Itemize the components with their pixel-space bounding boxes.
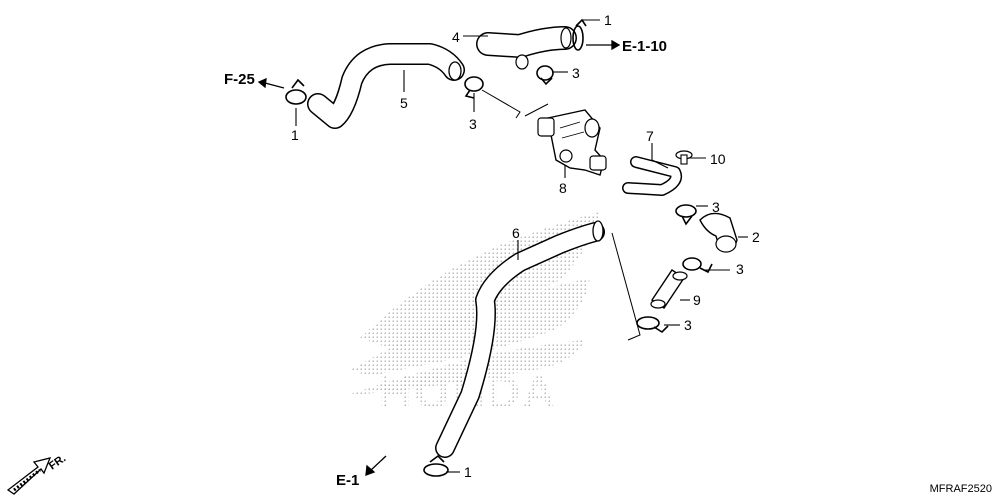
callout-3-right-lower: 3 <box>684 317 692 333</box>
air-control-valve-8 <box>537 109 607 176</box>
diagram-code: MFRAF2520 <box>930 483 992 495</box>
joint-pipe-9 <box>650 269 688 309</box>
clamp-1-left <box>285 78 307 105</box>
callout-10: 10 <box>710 151 726 167</box>
callout-7: 7 <box>646 128 654 144</box>
callout-1-left: 1 <box>291 127 299 143</box>
reference-e-1-10: E-1-10 <box>622 38 667 55</box>
hose-5 <box>307 43 465 129</box>
front-direction-label: FR. <box>47 452 68 472</box>
callout-3-mid: 3 <box>469 116 477 132</box>
hose-4 <box>476 26 577 70</box>
callout-8: 8 <box>559 180 567 196</box>
reference-labels: E-1-10 F-25 E-1 <box>224 38 667 489</box>
front-direction-arrow <box>6 457 52 495</box>
elbow-joint-2 <box>699 212 738 253</box>
clamp-3-right-upper <box>675 204 697 226</box>
hose-6 <box>435 220 605 458</box>
callout-9: 9 <box>693 292 701 308</box>
callout-2: 2 <box>752 229 760 245</box>
callout-6: 6 <box>512 225 520 241</box>
callouts: 1 4 3 5 3 1 7 10 8 3 2 6 3 9 3 1 <box>291 12 760 480</box>
callout-1-top: 1 <box>604 12 612 28</box>
reference-e-1: E-1 <box>336 472 359 489</box>
callout-5: 5 <box>400 95 408 111</box>
clamp-3-upper <box>536 65 554 86</box>
callout-4: 4 <box>452 29 460 45</box>
clamp-3-mid <box>464 76 484 99</box>
clamp-3-right-lower <box>636 316 669 334</box>
hose-7 <box>622 156 683 196</box>
callout-3-upper: 3 <box>572 65 580 81</box>
bolt-10 <box>675 150 693 165</box>
clamp-3-right-mid <box>682 257 713 274</box>
callout-1-bottom: 1 <box>464 464 472 480</box>
callout-3-right-upper: 3 <box>712 199 720 215</box>
reference-arrows <box>257 39 621 476</box>
reference-f-25: F-25 <box>224 71 255 88</box>
leader-lines <box>295 19 748 473</box>
callout-3-right-mid: 3 <box>736 261 744 277</box>
clamp-1-bottom <box>423 454 449 477</box>
